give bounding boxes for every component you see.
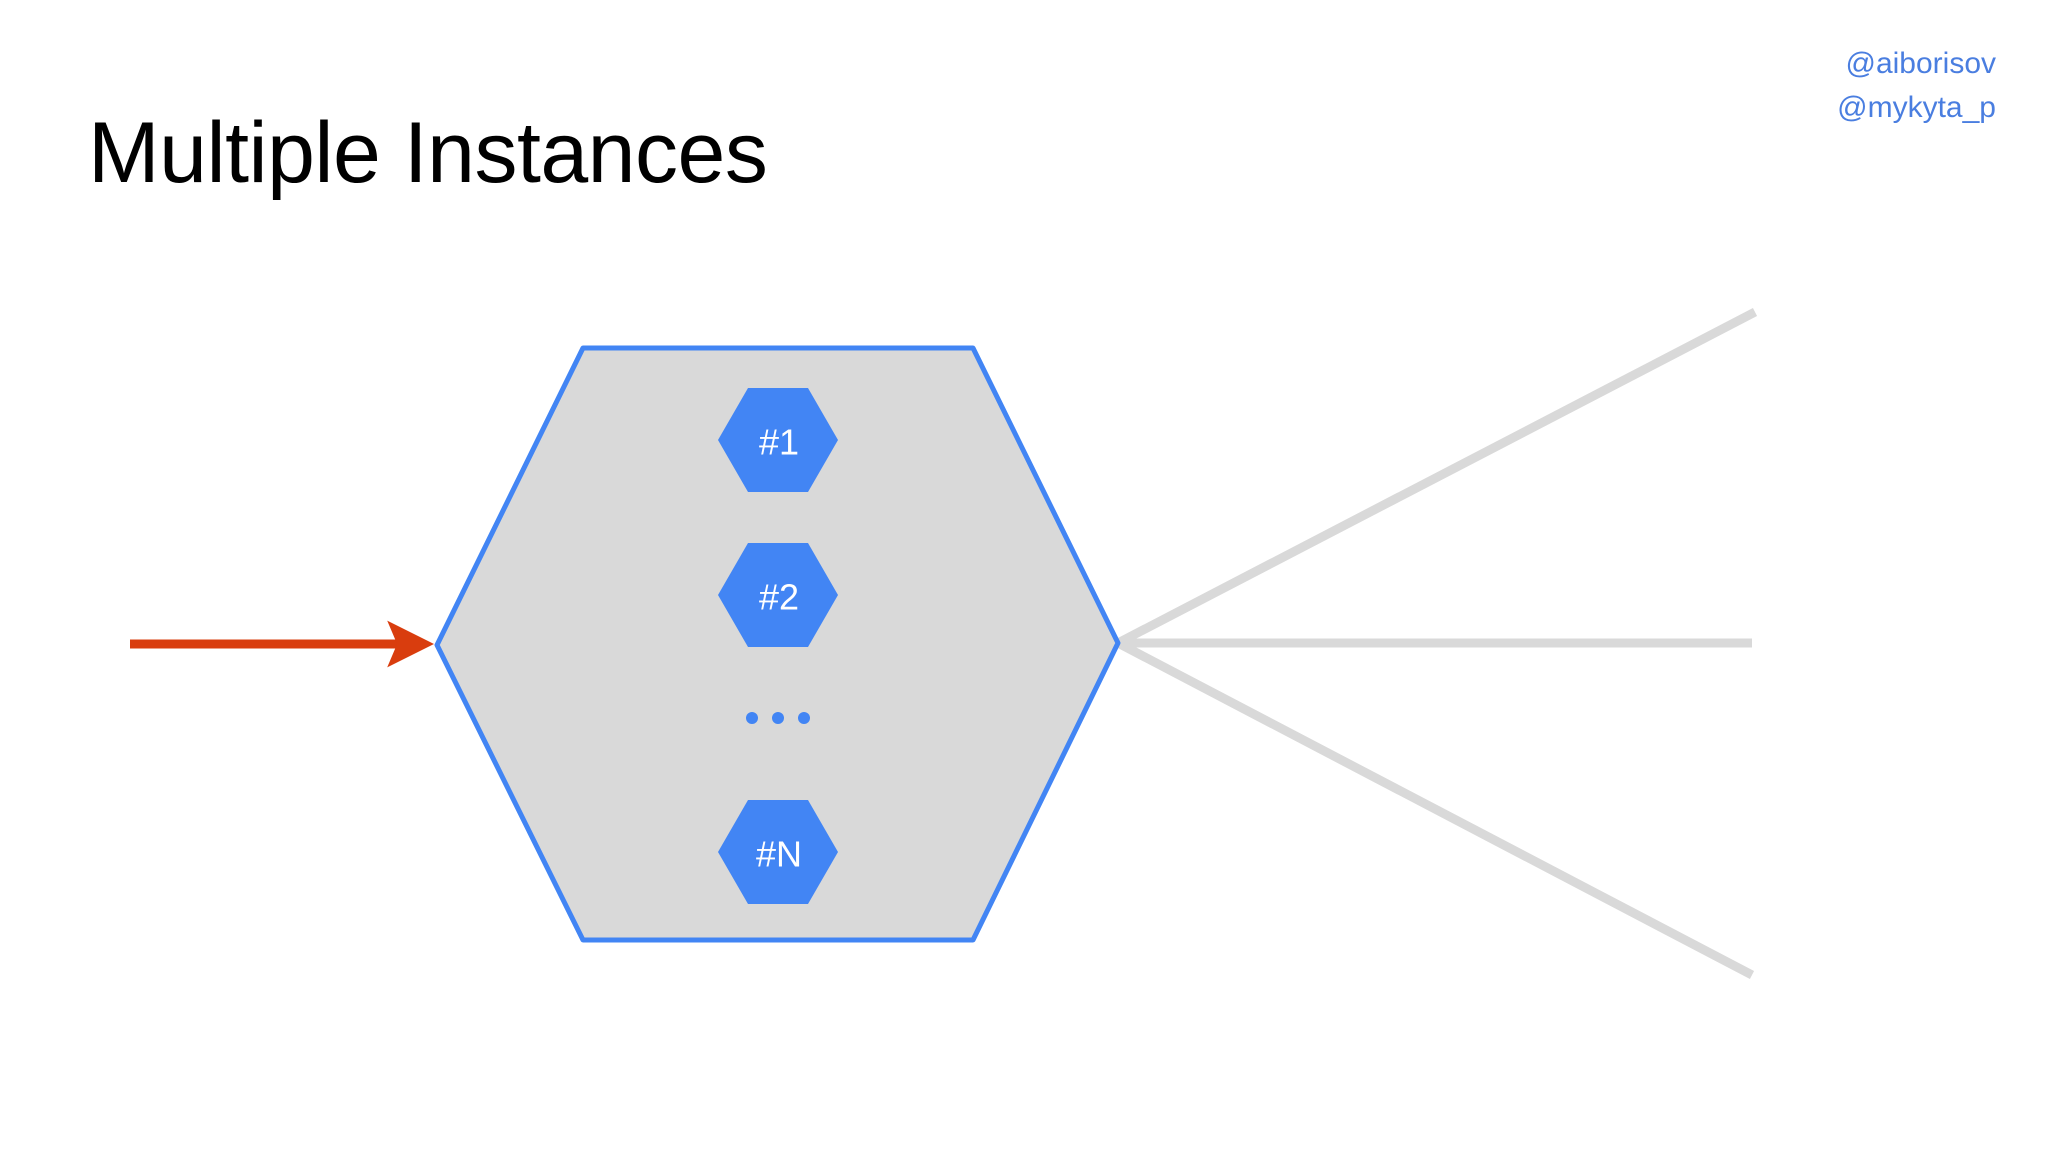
instances-ellipsis (746, 712, 810, 724)
instance-n-shape (718, 800, 838, 904)
instance-1-label: #1 (759, 422, 799, 463)
instance-hexagon-2: #2 (718, 543, 838, 647)
author-handles: @aiborisov @mykyta_p (1837, 42, 1996, 129)
ellipsis-dot-1 (746, 712, 758, 724)
instance-1-shape (718, 388, 838, 492)
ellipsis-dot-3 (798, 712, 810, 724)
instance-2-label: #2 (759, 577, 799, 618)
handle-aiborisov: @aiborisov (1845, 47, 1996, 80)
instance-hexagon-n: #N (718, 800, 838, 904)
handle-mykyta-p: @mykyta_p (1837, 90, 1996, 124)
outbound-connector-top (1115, 308, 1758, 647)
instance-hexagon-1: #1 (718, 388, 838, 492)
ellipsis-dot-2 (772, 712, 784, 724)
outbound-connectors (1115, 308, 1758, 979)
instance-2-shape (718, 543, 838, 647)
instance-n-label: #N (756, 834, 802, 875)
page-title: Multiple Instances (88, 105, 768, 201)
outbound-connector-bottom (1115, 639, 1755, 979)
